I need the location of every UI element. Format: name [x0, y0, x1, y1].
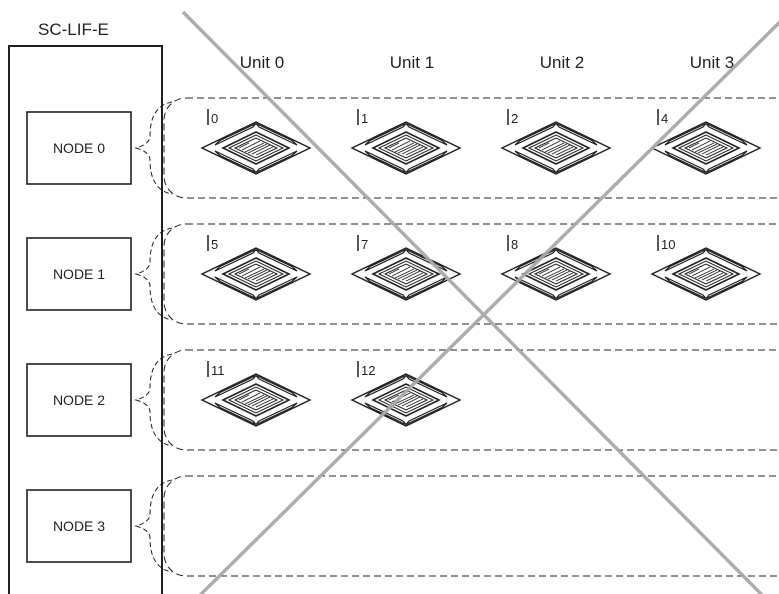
unit-header-1: Unit 1 [390, 53, 434, 72]
ceiling-cassette-icon [201, 121, 311, 175]
node-row-3: NODE 3 [26, 475, 779, 577]
ceiling-cassette-icon [651, 247, 761, 301]
unit-id-label: 2 [511, 111, 518, 126]
unit-header-0: Unit 0 [240, 53, 284, 72]
ceiling-cassette-icon [651, 121, 761, 175]
unit-id-label: 0 [211, 111, 218, 126]
node-label: NODE 3 [53, 518, 105, 534]
unit-header-2: Unit 2 [540, 53, 584, 72]
unit-id-label: 5 [211, 237, 218, 252]
indoor-unit-10: 10 [651, 235, 761, 301]
node-connector-brace [134, 101, 173, 195]
ceiling-cassette-icon [201, 247, 311, 301]
node-box-3 [26, 489, 132, 563]
node-row-0: NODE 0 0 1 2 4 [26, 97, 779, 199]
ceiling-cassette-icon [351, 121, 461, 175]
indoor-unit-1: 1 [351, 109, 461, 175]
node-row-2: NODE 2 11 12 [26, 349, 779, 451]
indoor-unit-5: 5 [201, 235, 311, 301]
unit-id-label: 10 [661, 237, 675, 252]
ceiling-cassette-icon [351, 373, 461, 427]
unit-header-3: Unit 3 [690, 53, 734, 72]
indoor-unit-8: 8 [501, 235, 611, 301]
node-connector-brace [134, 479, 173, 573]
unit-group-boundary [163, 475, 779, 577]
indoor-unit-0: 0 [201, 109, 311, 175]
node-box-2 [26, 363, 132, 437]
indoor-unit-2: 2 [501, 109, 611, 175]
node-connector-brace [134, 227, 173, 321]
unit-group-boundary [163, 97, 779, 199]
node-label: NODE 1 [53, 266, 105, 282]
cross-out-mark [181, 10, 779, 594]
unit-id-label: 12 [361, 363, 375, 378]
ceiling-cassette-icon [201, 373, 311, 427]
controller-box [8, 45, 163, 594]
indoor-unit-4: 4 [651, 109, 761, 175]
indoor-unit-12: 12 [351, 361, 461, 427]
unit-id-label: 4 [661, 111, 668, 126]
node-label: NODE 0 [53, 140, 105, 156]
indoor-unit-7: 7 [351, 235, 461, 301]
unit-group-boundary [163, 349, 779, 451]
unit-id-label: 7 [361, 237, 368, 252]
indoor-unit-11: 11 [201, 361, 311, 427]
ceiling-cassette-icon [501, 121, 611, 175]
node-box-1 [26, 237, 132, 311]
unit-id-label: 8 [511, 237, 518, 252]
node-box-0 [26, 111, 132, 185]
unit-id-label: 11 [211, 363, 225, 378]
node-row-1: NODE 1 5 7 8 10 [26, 223, 779, 325]
unit-id-label: 1 [361, 111, 368, 126]
node-label: NODE 2 [53, 392, 105, 408]
controller-label: SC-LIF-E [38, 20, 109, 39]
ceiling-cassette-icon [501, 247, 611, 301]
node-connector-brace [134, 353, 173, 447]
unit-group-boundary [163, 223, 779, 325]
